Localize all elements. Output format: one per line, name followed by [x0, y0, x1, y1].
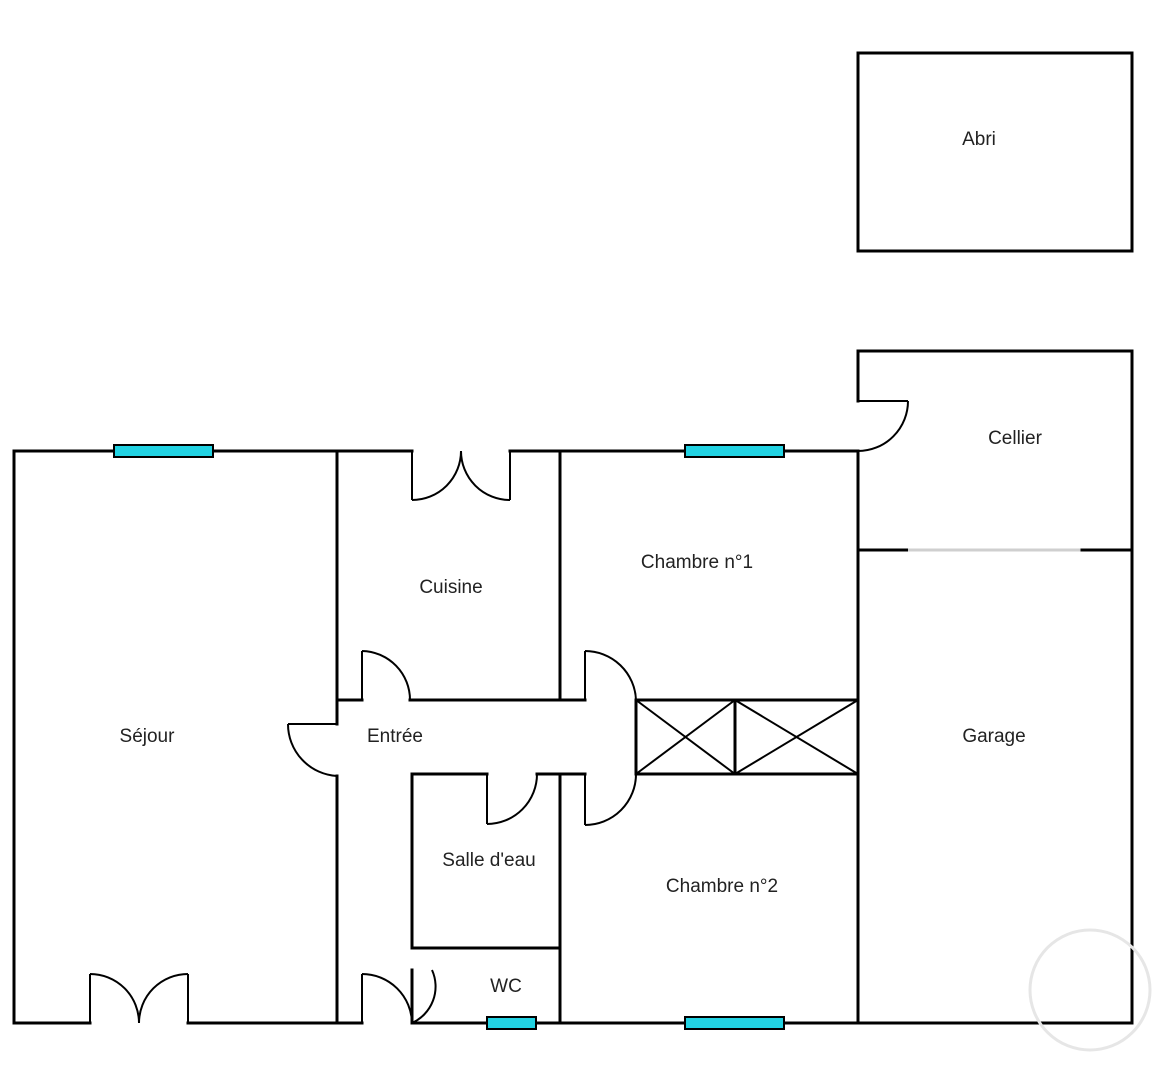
- label-salle-eau: Salle d'eau: [442, 850, 535, 871]
- front-door: [361, 969, 437, 1024]
- salle-eau-door: [486, 773, 538, 825]
- doors: [89, 400, 909, 1024]
- abri-outline: [856, 51, 1134, 253]
- label-chambre2: Chambre n°2: [666, 876, 778, 897]
- label-garage: Garage: [962, 726, 1025, 747]
- label-sejour: Séjour: [120, 726, 176, 747]
- label-entree: Entrée: [367, 726, 423, 747]
- window-chambre2: [684, 1016, 785, 1030]
- window-sejour: [113, 444, 214, 458]
- windows: [113, 444, 785, 1030]
- label-chambre1: Chambre n°1: [641, 552, 753, 573]
- cuisine-door: [361, 650, 411, 701]
- cellier-door: [857, 400, 909, 452]
- label-cuisine: Cuisine: [419, 577, 482, 598]
- label-wc: WC: [490, 976, 522, 997]
- chambre1-door: [584, 649, 637, 701]
- label-abri: Abri: [962, 129, 996, 150]
- window-chambre1: [684, 444, 785, 458]
- room-labels: Abri Cellier Cuisine Chambre n°1 Séjour …: [120, 129, 1043, 997]
- outer-walls: [12, 349, 1134, 1025]
- cuisine-double-door: [411, 450, 511, 501]
- label-cellier: Cellier: [988, 428, 1043, 449]
- chambre2-door: [584, 773, 637, 826]
- watermark-icon: [1028, 928, 1152, 1052]
- sejour-double-door: [89, 973, 189, 1024]
- window-wc: [486, 1016, 537, 1030]
- sejour-door: [286, 723, 338, 777]
- interior-walls: [335, 449, 1134, 1025]
